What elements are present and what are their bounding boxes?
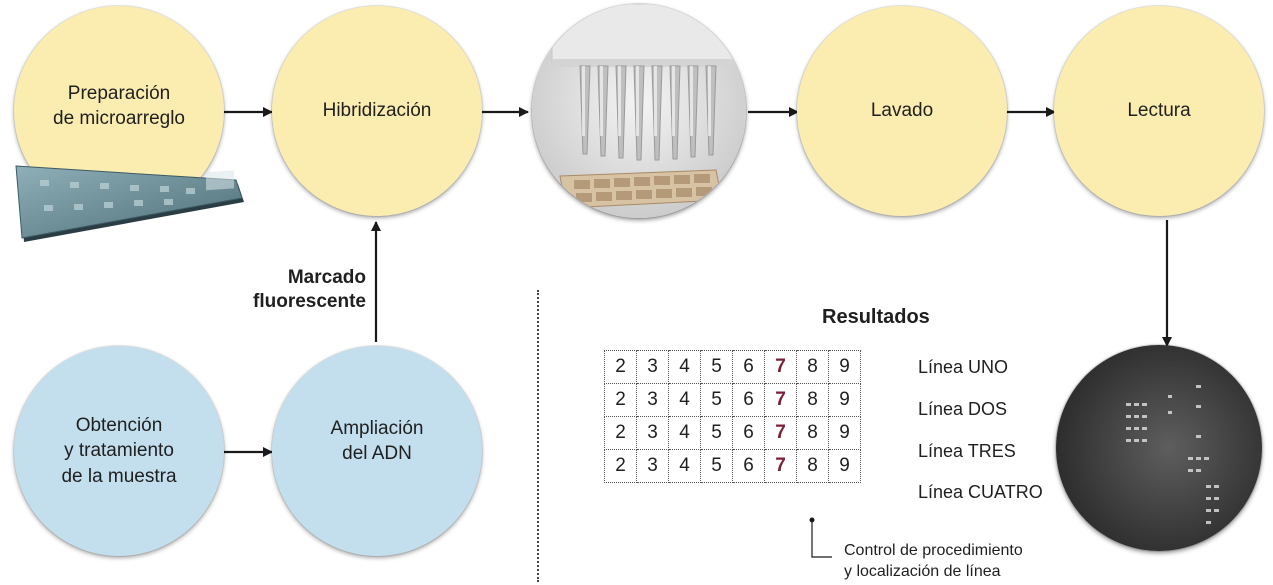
results-row: 2 3 4 5 6 7 8 9 <box>604 383 861 417</box>
grid-cell: 2 <box>604 350 637 384</box>
step-obtencion-label: Obtención y tratamiento de la muestra <box>61 415 177 487</box>
grid-cell: 9 <box>828 383 861 417</box>
grid-cell-control: 7 <box>764 449 797 483</box>
step-hibridizacion: Hibridización <box>272 6 482 216</box>
step-ampliacion: Ampliación del ADN <box>272 346 482 556</box>
grid-cell: 2 <box>604 449 637 483</box>
grid-cell: 9 <box>828 449 861 483</box>
microarray-slide-image <box>15 165 244 242</box>
step-lectura: Lectura <box>1054 6 1264 216</box>
pipette-photo <box>532 4 746 218</box>
grid-cell-control: 7 <box>764 416 797 450</box>
grid-cell: 4 <box>668 350 701 384</box>
results-grid: 2 3 4 5 6 7 8 9 2 3 4 5 6 7 8 9 2 3 4 5 … <box>604 350 861 483</box>
grid-cell: 5 <box>700 383 733 417</box>
row-label: Línea TRES <box>918 441 1016 461</box>
fluorescence-spots <box>1126 385 1219 524</box>
pipette-illustration <box>551 4 746 209</box>
grid-cell: 2 <box>604 383 637 417</box>
step-ampliacion-label: Ampliación del ADN <box>330 417 424 464</box>
results-row: 2 3 4 5 6 7 8 9 <box>604 449 861 483</box>
marcado-fluorescente-label: Marcado fluorescente <box>253 267 366 312</box>
grid-cell-control: 7 <box>764 383 797 417</box>
grid-cell: 6 <box>732 416 765 450</box>
grid-cell: 8 <box>796 449 829 483</box>
control-note: Control de procedimiento y localización … <box>844 542 1023 580</box>
grid-cell: 8 <box>796 416 829 450</box>
grid-cell: 6 <box>732 350 765 384</box>
grid-cell: 4 <box>668 416 701 450</box>
grid-cell-control: 7 <box>764 350 797 384</box>
step-lavado: Lavado <box>797 6 1007 216</box>
grid-cell: 5 <box>700 449 733 483</box>
results-row: 2 3 4 5 6 7 8 9 <box>604 416 861 450</box>
step-lavado-label: Lavado <box>870 100 934 122</box>
grid-cell: 8 <box>796 383 829 417</box>
step-obtencion: Obtención y tratamiento de la muestra <box>14 346 224 556</box>
grid-cell: 2 <box>604 416 637 450</box>
results-row: 2 3 4 5 6 7 8 9 <box>604 350 861 384</box>
note-pointer-line <box>811 520 832 558</box>
grid-cell: 5 <box>700 350 733 384</box>
fluorescence-readout-photo <box>1056 345 1262 551</box>
grid-cell: 3 <box>636 416 669 450</box>
grid-cell: 4 <box>668 449 701 483</box>
grid-cell: 3 <box>636 350 669 384</box>
grid-cell: 9 <box>828 350 861 384</box>
grid-cell: 9 <box>828 416 861 450</box>
grid-cell: 5 <box>700 416 733 450</box>
row-label: Línea DOS <box>918 399 1008 419</box>
step-preparacion-label: Preparación de microarreglo <box>53 82 185 129</box>
row-label: Línea UNO <box>918 357 1009 377</box>
row-label: Línea CUATRO <box>918 482 1043 502</box>
grid-cell: 3 <box>636 449 669 483</box>
grid-cell: 4 <box>668 383 701 417</box>
grid-cell: 8 <box>796 350 829 384</box>
grid-cell: 6 <box>732 383 765 417</box>
grid-cell: 6 <box>732 449 765 483</box>
grid-cell: 3 <box>636 383 669 417</box>
results-title: Resultados <box>822 306 930 328</box>
step-lectura-label: Lectura <box>1127 100 1191 122</box>
section-divider <box>537 290 539 582</box>
step-hibridizacion-label: Hibridización <box>322 100 432 122</box>
